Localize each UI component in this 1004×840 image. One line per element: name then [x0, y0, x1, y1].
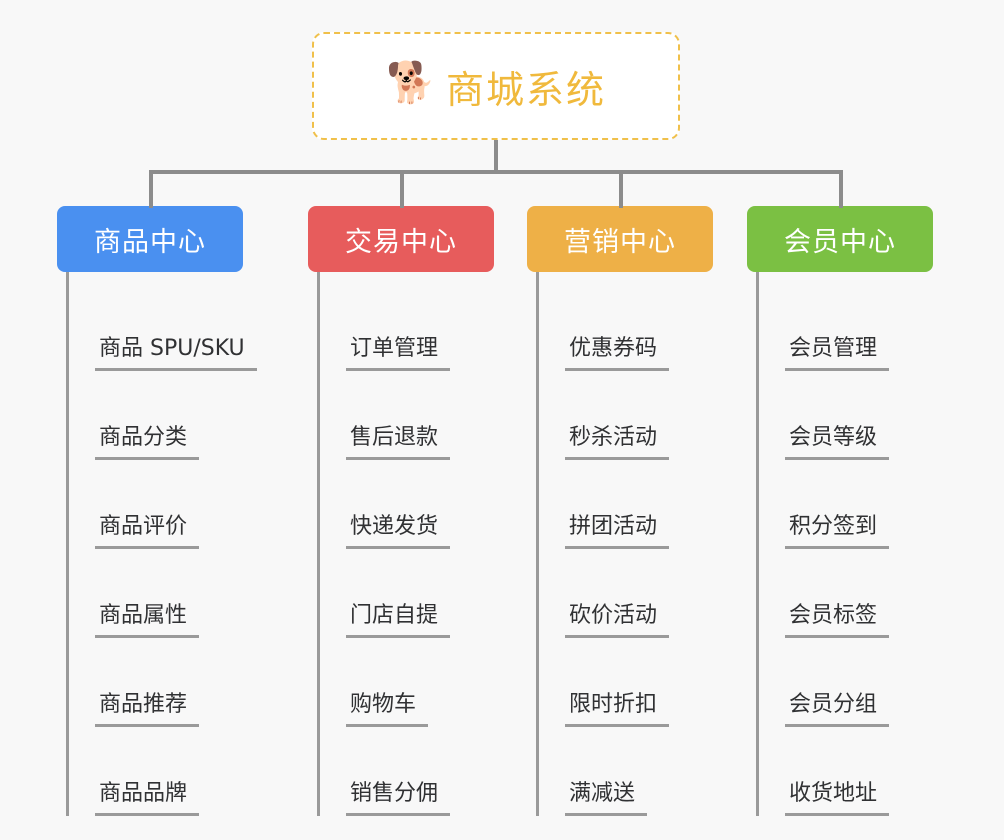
leaf-item[interactable]: 秒杀活动 [527, 371, 713, 460]
leaf-item-label: 秒杀活动 [565, 425, 670, 460]
connector-vertical-2 [400, 170, 404, 208]
leaf-item[interactable]: 会员等级 [747, 371, 933, 460]
leaf-item[interactable]: 商品 SPU/SKU [57, 282, 257, 371]
leaf-item[interactable]: 售后退款 [308, 371, 494, 460]
leaf-item[interactable]: 会员分组 [747, 638, 933, 727]
leaf-item[interactable]: 商品评价 [57, 460, 243, 549]
leaf-item[interactable]: 订单管理 [308, 282, 494, 371]
category-header-3[interactable]: 营销中心 [527, 206, 713, 272]
leaf-item-label: 商品分类 [95, 425, 200, 460]
connector-spine-4 [756, 272, 759, 816]
leaf-item-label: 会员分组 [785, 692, 890, 727]
category-header-label: 交易中心 [345, 226, 457, 258]
leaf-item[interactable]: 收货地址 [747, 727, 933, 816]
leaf-item-label: 优惠券码 [565, 336, 670, 371]
leaf-item[interactable]: 会员标签 [747, 549, 933, 638]
leaf-item-label: 商品评价 [95, 514, 200, 549]
category-header-4[interactable]: 会员中心 [747, 206, 933, 272]
connector-vertical-1 [149, 170, 153, 208]
leaf-item[interactable]: 购物车 [308, 638, 494, 727]
leaf-item[interactable]: 优惠券码 [527, 282, 713, 371]
leaf-item-label: 销售分佣 [346, 781, 451, 816]
connector-spine-1 [66, 272, 69, 816]
leaf-item-label: 砍价活动 [565, 603, 670, 638]
leaf-item-label: 会员标签 [785, 603, 890, 638]
leaf-item-label: 限时折扣 [565, 692, 670, 727]
leaf-item-label: 商品属性 [95, 603, 200, 638]
leaf-list-4: 会员管理会员等级积分签到会员标签会员分组收货地址 [747, 272, 933, 816]
leaf-item[interactable]: 门店自提 [308, 549, 494, 638]
leaf-item-label: 快递发货 [346, 514, 451, 549]
leaf-item-label: 购物车 [346, 692, 429, 727]
leaf-item[interactable]: 销售分佣 [308, 727, 494, 816]
leaf-item[interactable]: 会员管理 [747, 282, 933, 371]
leaf-item-label: 售后退款 [346, 425, 451, 460]
category-column-2: 交易中心订单管理售后退款快递发货门店自提购物车销售分佣 [308, 206, 494, 816]
category-header-2[interactable]: 交易中心 [308, 206, 494, 272]
leaf-item-label: 商品 SPU/SKU [95, 336, 257, 371]
leaf-item-label: 拼团活动 [565, 514, 670, 549]
connector-vertical-3 [619, 170, 623, 208]
root-node-商城系统[interactable]: 🐕 商城系统 [312, 32, 680, 140]
leaf-item[interactable]: 满减送 [527, 727, 713, 816]
leaf-item[interactable]: 商品品牌 [57, 727, 243, 816]
leaf-item-label: 门店自提 [346, 603, 451, 638]
leaf-item[interactable]: 砍价活动 [527, 549, 713, 638]
connector-vertical-4 [839, 170, 843, 208]
leaf-item[interactable]: 积分签到 [747, 460, 933, 549]
category-column-4: 会员中心会员管理会员等级积分签到会员标签会员分组收货地址 [747, 206, 933, 816]
category-column-1: 商品中心商品 SPU/SKU 商品分类商品评价商品属性商品推荐商品品牌 [57, 206, 257, 816]
connector-horizontal-bus [149, 170, 841, 174]
shiba-dog-face-icon: 🐕 [385, 60, 436, 106]
root-node-title: 商城系统 [445, 67, 606, 112]
leaf-item[interactable]: 拼团活动 [527, 460, 713, 549]
category-header-label: 会员中心 [784, 226, 896, 258]
category-header-label: 营销中心 [564, 226, 676, 258]
leaf-list-2: 订单管理售后退款快递发货门店自提购物车销售分佣 [308, 272, 494, 816]
connector-spine-2 [317, 272, 320, 816]
leaf-item-label: 商品推荐 [95, 692, 200, 727]
leaf-item[interactable]: 限时折扣 [527, 638, 713, 727]
connector-spine-3 [536, 272, 539, 816]
leaf-item-label: 会员管理 [785, 336, 890, 371]
leaf-item[interactable]: 商品分类 [57, 371, 243, 460]
category-header-1[interactable]: 商品中心 [57, 206, 243, 272]
leaf-item[interactable]: 商品推荐 [57, 638, 243, 727]
leaf-item-label: 会员等级 [785, 425, 890, 460]
leaf-item-label: 商品品牌 [95, 781, 200, 816]
category-column-3: 营销中心优惠券码秒杀活动拼团活动砍价活动限时折扣满减送 [527, 206, 713, 816]
leaf-item[interactable]: 快递发货 [308, 460, 494, 549]
leaf-item-label: 满减送 [565, 781, 648, 816]
leaf-list-1: 商品 SPU/SKU 商品分类商品评价商品属性商品推荐商品品牌 [57, 272, 257, 816]
leaf-list-3: 优惠券码秒杀活动拼团活动砍价活动限时折扣满减送 [527, 272, 713, 816]
leaf-item-label: 积分签到 [785, 514, 890, 549]
leaf-item-label: 订单管理 [346, 336, 451, 371]
connector-root-vertical [494, 140, 498, 172]
category-header-label: 商品中心 [94, 226, 206, 258]
leaf-item-label: 收货地址 [785, 781, 890, 816]
leaf-item[interactable]: 商品属性 [57, 549, 243, 638]
